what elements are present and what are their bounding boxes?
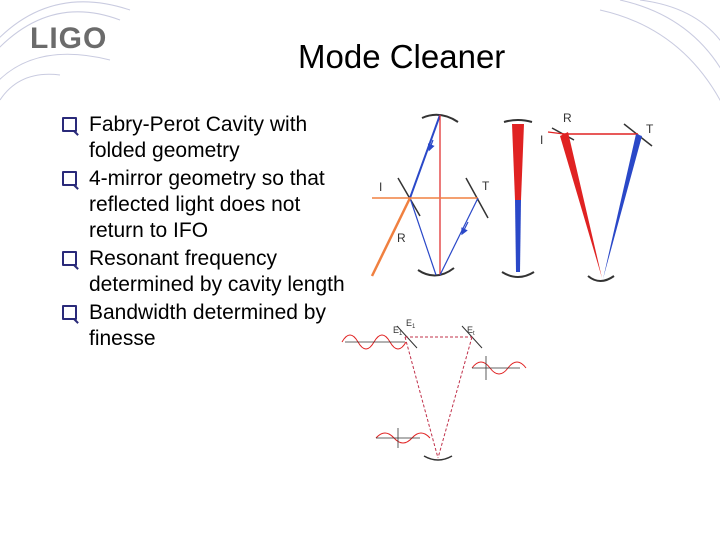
field-beam — [437, 336, 473, 459]
beam-arrow — [427, 139, 435, 152]
field-curved-mirror — [423, 455, 453, 461]
bullet-list: Fabry-Perot Cavity with folded geometry … — [62, 112, 347, 354]
label-ring-transmitted: T — [646, 122, 654, 136]
ring-beam-red — [560, 132, 602, 278]
bottom-curved-mirror — [417, 267, 455, 277]
label-e1: E1 — [393, 325, 403, 337]
folded-mirror-top — [503, 119, 533, 123]
checkbox-bullet-icon — [62, 305, 77, 320]
folded-beam-blue — [515, 200, 521, 272]
ring-beam-blue — [603, 134, 642, 279]
label-reflected: R — [397, 231, 406, 245]
beam — [409, 197, 437, 276]
beam-arrow — [461, 221, 469, 236]
label-input: I — [379, 180, 382, 194]
beam — [439, 197, 479, 276]
reflected-beam — [370, 197, 412, 277]
checkbox-bullet-icon — [62, 171, 77, 186]
bullet-item: Bandwidth determined by finesse — [62, 300, 347, 352]
ring-beam-input — [547, 131, 565, 135]
bullet-item: Resonant frequency determined by cavity … — [62, 246, 347, 298]
bullet-item: 4-mirror geometry so that reflected ligh… — [62, 166, 347, 244]
page-title: Mode Cleaner — [298, 38, 506, 75]
bullet-item: Fabry-Perot Cavity with folded geometry — [62, 112, 347, 164]
output-wave — [471, 361, 527, 375]
folded-beam-red — [512, 124, 524, 200]
field-beam — [404, 336, 439, 459]
beam — [409, 114, 441, 199]
cavity-wave — [375, 432, 431, 444]
checkbox-bullet-icon — [62, 251, 77, 266]
label-ring-input: I — [540, 133, 543, 147]
label-transmitted: T — [482, 179, 490, 193]
checkbox-bullet-icon — [62, 117, 77, 132]
label-et: Et — [467, 325, 475, 337]
folded-mirror-bottom — [501, 271, 535, 278]
ligo-logo: LIGO — [30, 22, 108, 55]
input-mirror — [397, 177, 421, 217]
ring-curved-mirror — [587, 275, 615, 282]
label-e1-second: E1 — [406, 318, 416, 330]
label-ring-reflected: R — [563, 111, 572, 125]
